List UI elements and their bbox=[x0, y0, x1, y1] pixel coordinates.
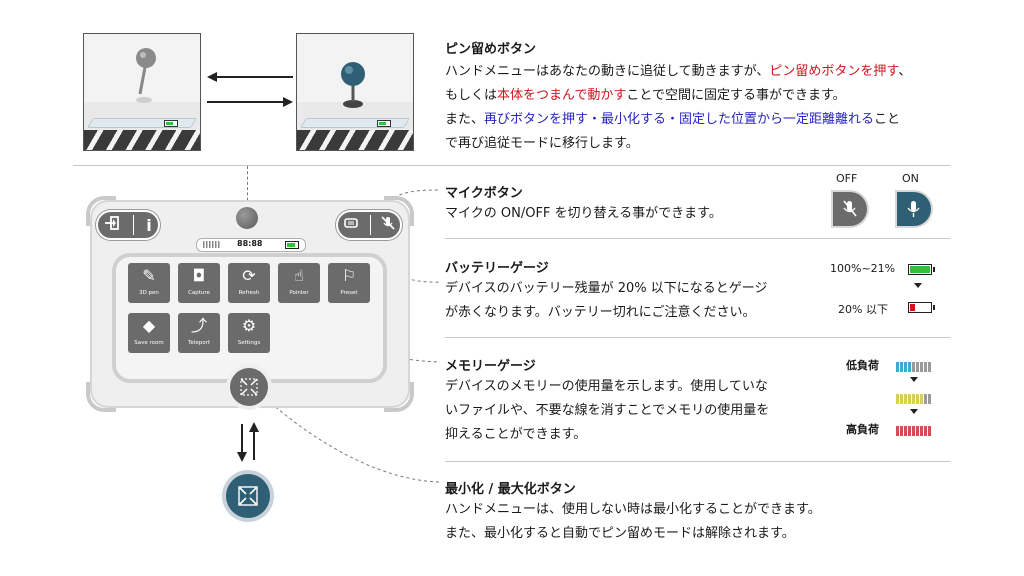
teleport-icon: ⤴ bbox=[190, 316, 207, 335]
exit-icon bbox=[105, 216, 120, 230]
battery-section-title: バッテリーゲージ bbox=[445, 261, 549, 276]
minimize-section-title: 最小化 / 最大化ボタン bbox=[445, 482, 576, 497]
menu-corner bbox=[384, 196, 414, 226]
toggle-arrows-icon bbox=[237, 422, 259, 462]
battery-low-icon bbox=[908, 302, 935, 313]
memory-gauge-high bbox=[896, 421, 932, 440]
maximize-button[interactable] bbox=[226, 474, 270, 518]
pin-icon bbox=[136, 48, 156, 103]
memory-mini-gauge bbox=[203, 241, 221, 250]
battery-section-body: デバイスのバッテリー残量が 20% 以下になるとゲージ が赤くなります。バッテリ… bbox=[445, 281, 768, 320]
pin-pinned-icon bbox=[341, 62, 365, 108]
battery-mini-icon bbox=[285, 241, 299, 249]
mic-on-sample bbox=[897, 192, 931, 226]
battery-low-label: 20% 以下 bbox=[838, 303, 888, 316]
tile-3d-pen[interactable]: ✎3D pen bbox=[128, 263, 170, 303]
memory-high-label: 高負荷 bbox=[846, 423, 879, 436]
maximize-icon bbox=[238, 486, 258, 506]
battery-high-label: 100%~21% bbox=[830, 262, 896, 275]
section-divider bbox=[445, 461, 950, 462]
leader-line bbox=[247, 166, 248, 206]
pin-illustration-pinned bbox=[296, 33, 414, 151]
mic-on-label: ON bbox=[902, 172, 919, 185]
minimize-icon bbox=[240, 378, 258, 396]
pin-button[interactable] bbox=[236, 207, 258, 229]
mic-on-icon bbox=[907, 201, 920, 217]
mic-off-label: OFF bbox=[836, 172, 858, 185]
pin-section-body: ハンドメニューはあなたの動きに追従して動きますが、ピン留めボタンを押す、 もしく… bbox=[445, 64, 912, 151]
memory-gauge-low bbox=[896, 357, 932, 376]
arrow-down-icon bbox=[910, 377, 918, 382]
tile-capture[interactable]: ◘Capture bbox=[178, 263, 220, 303]
menu-corner bbox=[86, 196, 116, 226]
tile-settings[interactable]: ⚙Settings bbox=[228, 313, 270, 353]
arrow-down-icon bbox=[914, 283, 922, 288]
preset-icon: ⚐ bbox=[341, 266, 357, 285]
camera-icon: ◘ bbox=[192, 266, 206, 285]
exit-button[interactable] bbox=[104, 215, 120, 235]
section-divider bbox=[445, 238, 950, 239]
room-button[interactable] bbox=[343, 215, 361, 235]
exit-info-buttons: i bbox=[96, 210, 160, 240]
menu-corner bbox=[86, 382, 116, 412]
pin-illustration-unpinned bbox=[83, 33, 201, 151]
room-icon bbox=[343, 218, 358, 228]
minimize-button[interactable] bbox=[230, 368, 268, 406]
pin-section-title: ピン留めボタン bbox=[445, 42, 537, 57]
refresh-icon: ⟳ bbox=[242, 266, 256, 285]
status-bar: 88:88 bbox=[196, 238, 306, 252]
tile-refresh[interactable]: ⟳Refresh bbox=[228, 263, 270, 303]
mic-section-body: マイクの ON/OFF を切り替える事ができます。 bbox=[445, 206, 722, 221]
pointer-icon: ☝ bbox=[294, 266, 304, 285]
info-button[interactable]: i bbox=[146, 215, 152, 235]
memory-low-label: 低負荷 bbox=[846, 359, 879, 372]
swap-arrows-icon bbox=[207, 72, 293, 107]
mic-off-sample bbox=[833, 192, 867, 226]
menu-corner bbox=[384, 382, 414, 412]
memory-section-body: デバイスのメモリーの使用量を示します。使用していな いファイルや、不要な線を消す… bbox=[445, 379, 770, 442]
mic-off-icon bbox=[843, 200, 857, 217]
tile-preset[interactable]: ⚐Preset bbox=[328, 263, 370, 303]
save-room-icon: ◆ bbox=[142, 316, 156, 335]
pen-icon: ✎ bbox=[142, 266, 156, 285]
memory-gauge-mid bbox=[896, 389, 932, 408]
mic-button[interactable] bbox=[380, 215, 396, 235]
arrow-down-icon bbox=[910, 409, 918, 414]
tile-teleport[interactable]: ⤴Teleport bbox=[178, 313, 220, 353]
clock-display: 88:88 bbox=[237, 239, 263, 248]
mic-section-title: マイクボタン bbox=[445, 186, 523, 201]
room-mic-buttons bbox=[336, 210, 402, 240]
gear-icon: ⚙ bbox=[241, 316, 257, 335]
tile-save-room[interactable]: ◆Save room bbox=[128, 313, 170, 353]
section-divider bbox=[445, 337, 950, 338]
section-divider bbox=[73, 165, 950, 166]
tile-pointer[interactable]: ☝Pointer bbox=[278, 263, 320, 303]
battery-full-icon bbox=[908, 264, 935, 275]
mic-off-icon bbox=[380, 216, 395, 230]
minimize-section-body: ハンドメニューは、使用しない時は最小化することができます。 また、最小化すると自… bbox=[445, 502, 821, 541]
memory-section-title: メモリーゲージ bbox=[445, 359, 536, 374]
